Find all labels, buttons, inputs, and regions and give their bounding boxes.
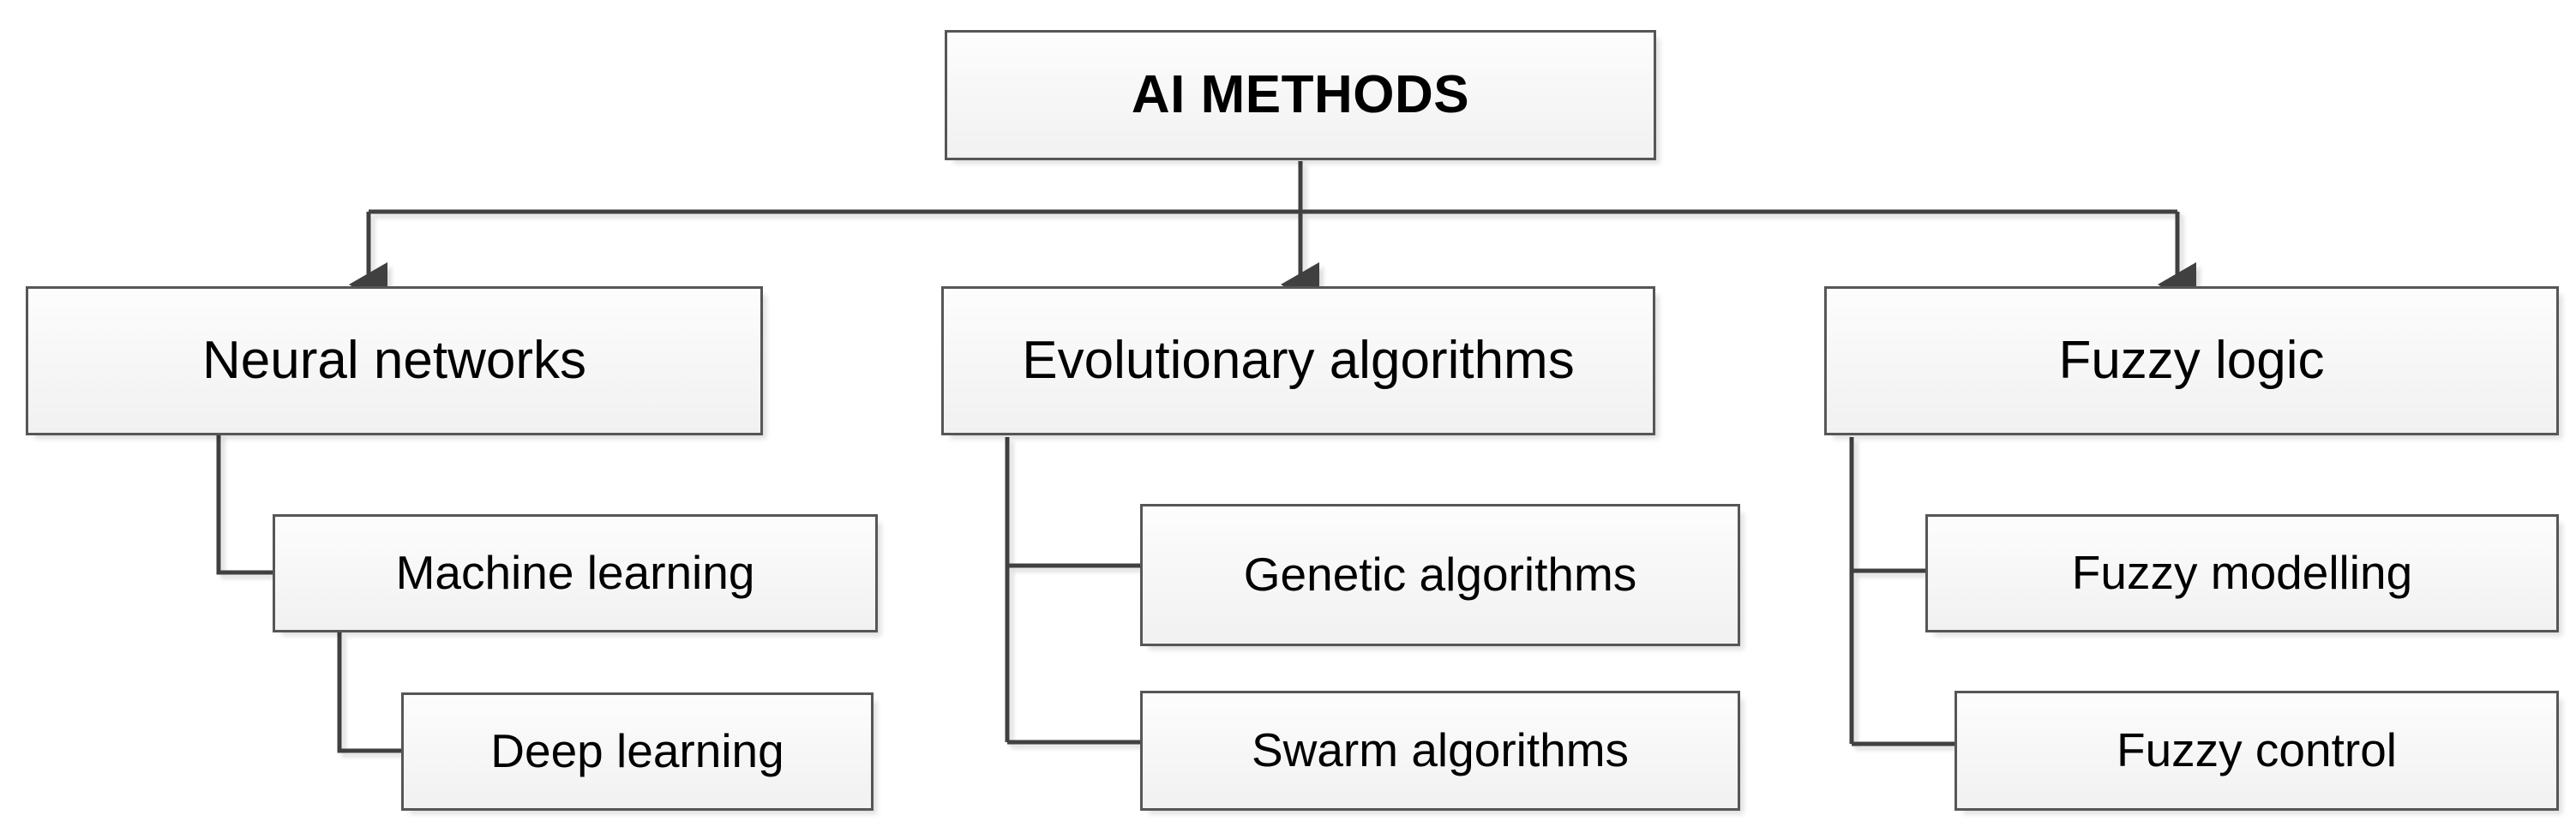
node-label-fuzzy-logic: Fuzzy logic [2058, 331, 2325, 391]
node-ai-methods[interactable]: AI METHODS [945, 30, 1656, 160]
node-label-deep-learning: Deep learning [490, 724, 784, 778]
node-fuzzy-control[interactable]: Fuzzy control [1955, 691, 2559, 811]
node-deep-learning[interactable]: Deep learning [401, 692, 874, 811]
node-genetic-algorithms[interactable]: Genetic algorithms [1140, 504, 1740, 646]
node-label-evolutionary-algorithms: Evolutionary algorithms [1022, 331, 1575, 391]
node-label-fuzzy-control: Fuzzy control [2116, 723, 2398, 777]
node-machine-learning[interactable]: Machine learning [273, 514, 878, 632]
node-label-neural-networks: Neural networks [202, 331, 586, 391]
node-label-genetic-algorithms: Genetic algorithms [1243, 548, 1637, 602]
node-fuzzy-logic[interactable]: Fuzzy logic [1824, 286, 2559, 435]
node-neural-networks[interactable]: Neural networks [26, 286, 763, 435]
node-label-swarm-algorithms: Swarm algorithms [1251, 723, 1630, 777]
node-label-fuzzy-modelling: Fuzzy modelling [2071, 546, 2413, 600]
node-label-ai-methods: AI METHODS [1131, 65, 1470, 125]
node-fuzzy-modelling[interactable]: Fuzzy modelling [1925, 514, 2559, 632]
connector-machine-to-deep-learning [337, 632, 403, 753]
node-swarm-algorithms[interactable]: Swarm algorithms [1140, 691, 1740, 811]
connector-neural-to-machine-learning [216, 434, 274, 575]
node-label-machine-learning: Machine learning [395, 546, 755, 600]
node-evolutionary-algorithms[interactable]: Evolutionary algorithms [941, 286, 1655, 435]
